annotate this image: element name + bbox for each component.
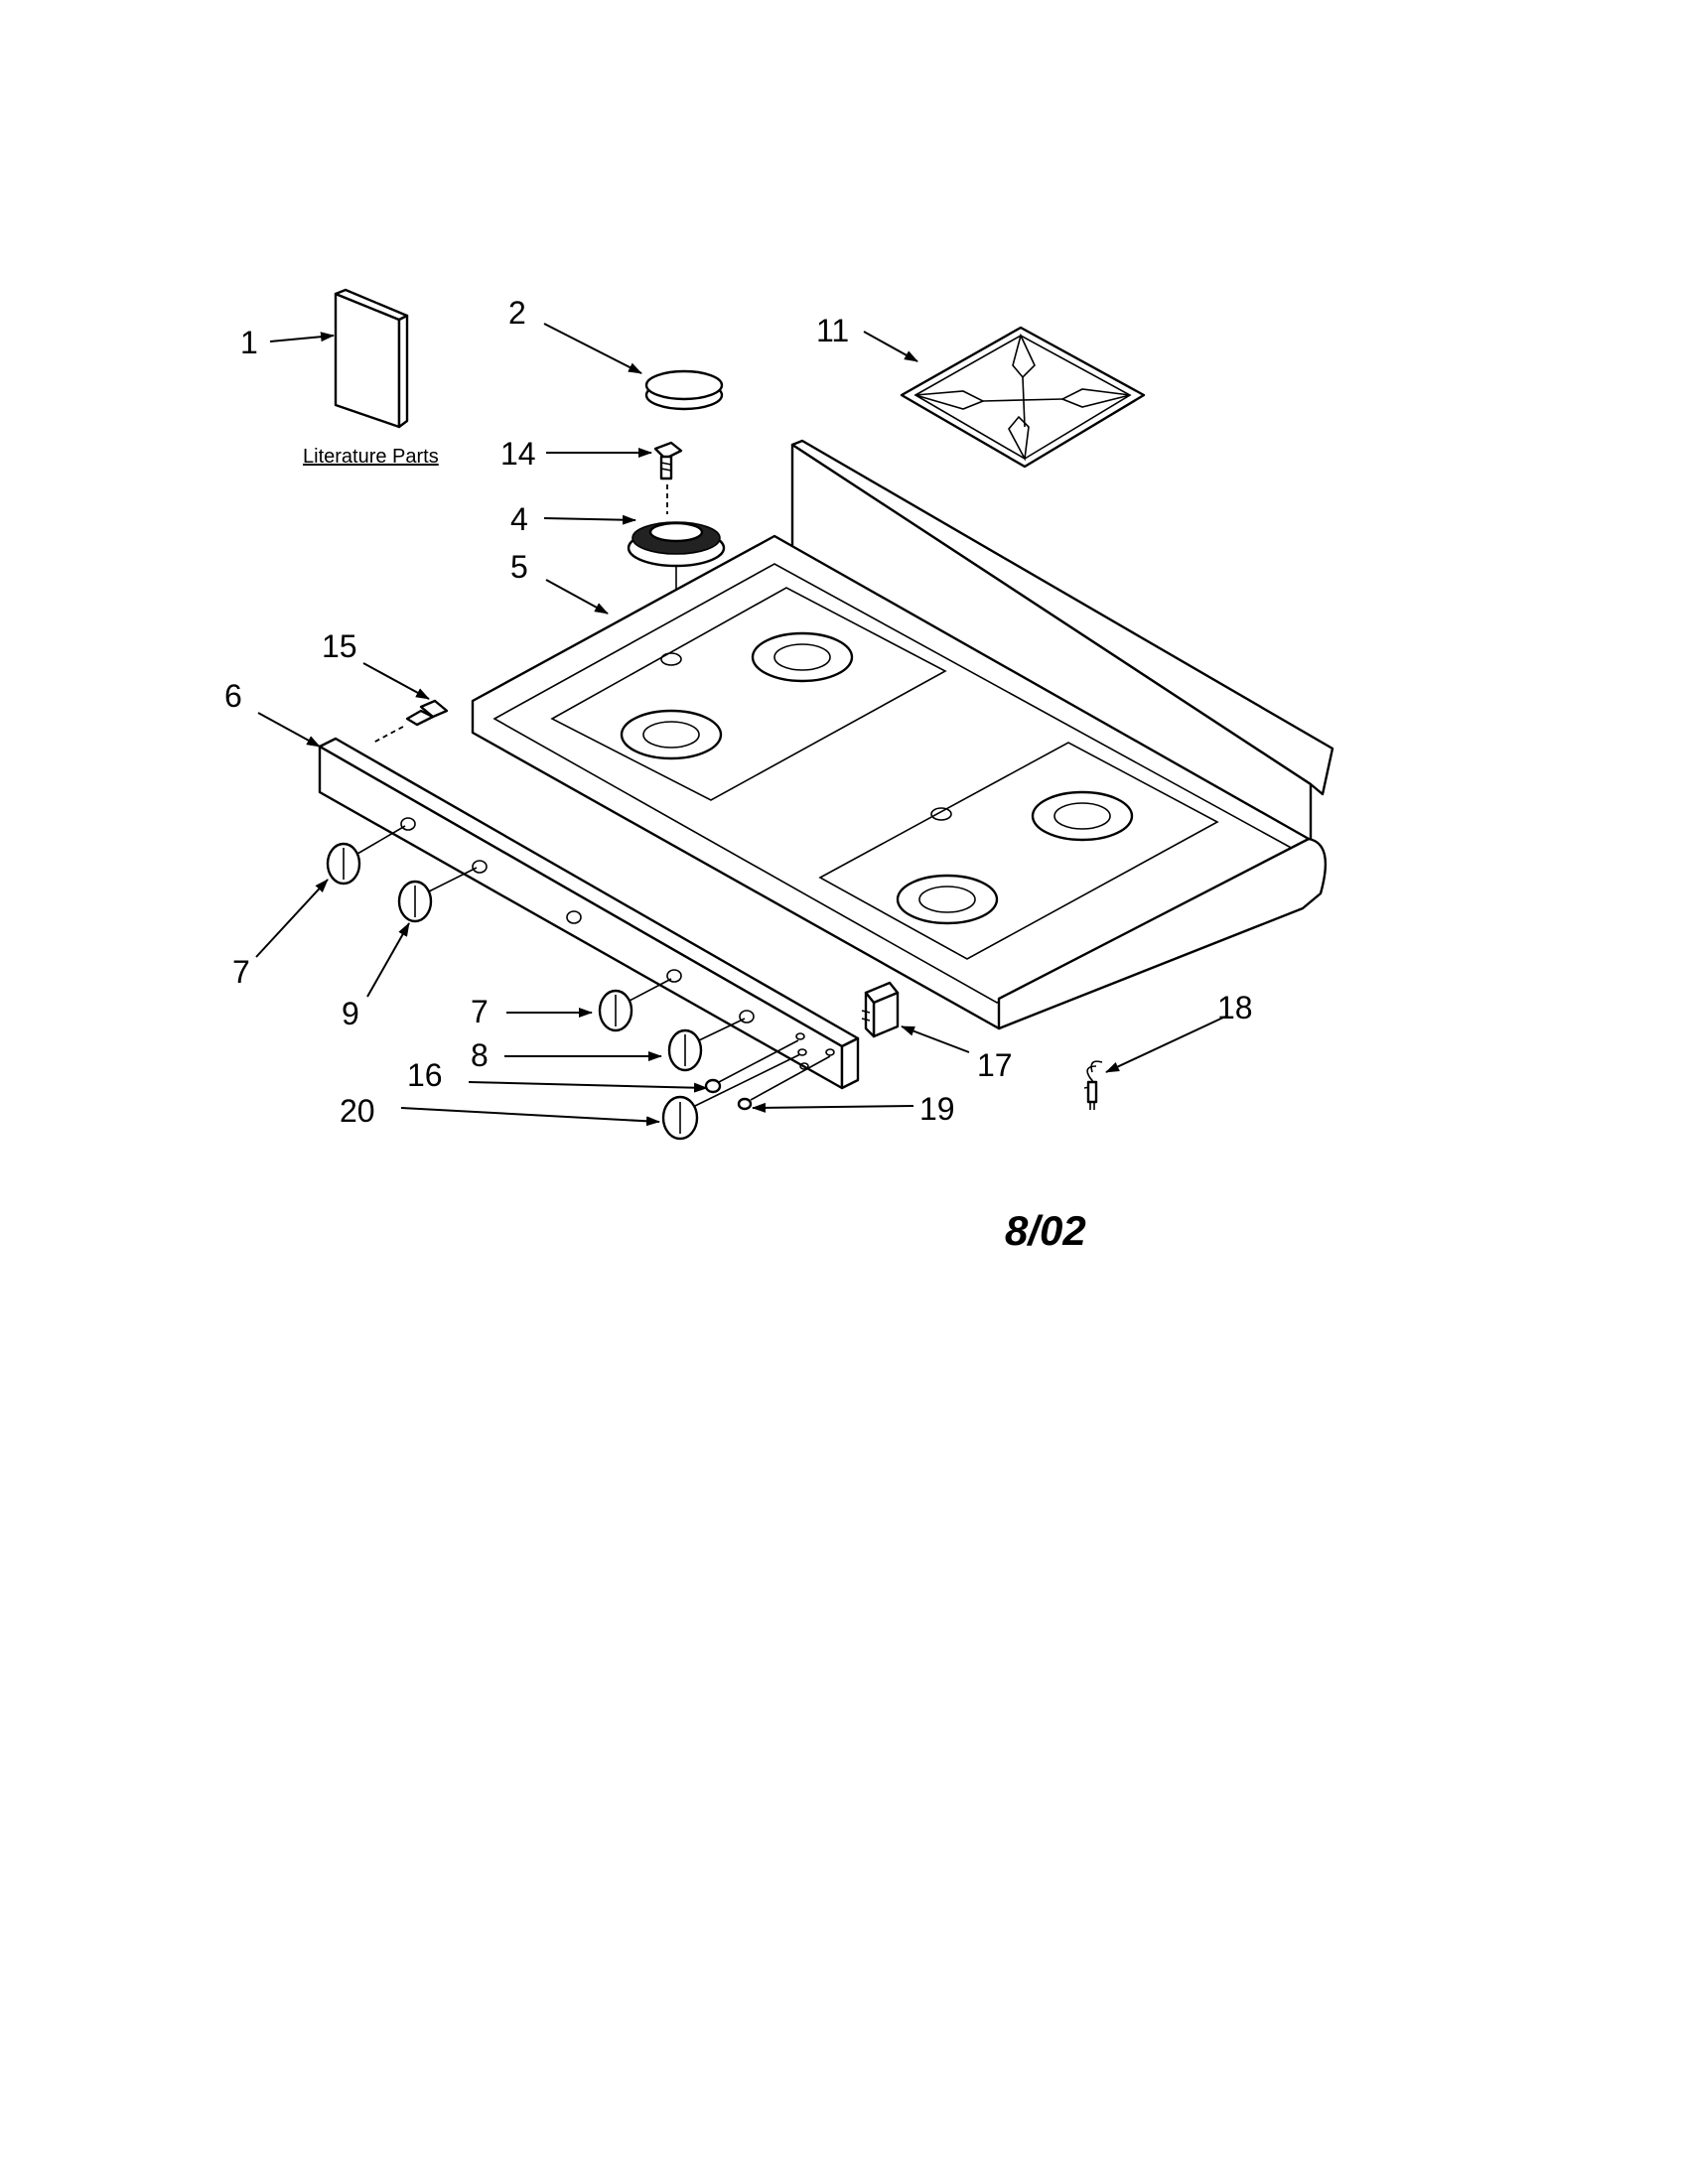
knob-7-left-icon [326,825,406,886]
switch-icon [861,981,900,1038]
control-panel-icon [318,737,860,1090]
callout-19: 19 [919,1091,955,1127]
knob-8-icon [667,1018,746,1072]
callout-7-left: 7 [232,954,250,990]
knob-7-center-icon [598,978,672,1032]
callout-14: 14 [500,436,536,472]
callout-5: 5 [510,549,528,585]
leader-lines [255,323,1226,1127]
grate-icon [900,326,1146,469]
callout-20: 20 [340,1093,375,1129]
burner-head-icon [627,521,726,655]
callout-11: 11 [816,313,849,348]
callout-7-center: 7 [471,994,489,1029]
panel-screw-icon [372,699,449,744]
callout-17: 17 [977,1047,1013,1083]
revision-date: 8/02 [1005,1207,1086,1254]
wire-harness-icon [1083,1060,1103,1110]
callout-4: 4 [510,501,528,537]
callout-15: 15 [322,628,357,664]
screw-19-icon [737,1055,831,1111]
callout-8: 8 [471,1037,489,1073]
callout-2: 2 [508,295,526,331]
literature-booklet-icon [334,288,409,429]
knob-9-icon [397,867,478,923]
burner-screw-icon [653,441,683,514]
screw-16-icon [704,1039,799,1094]
knob-20-icon [661,1053,801,1141]
callout-labels: 1 2 11 14 4 5 15 6 7 9 7 8 16 20 17 19 1… [224,295,1253,1129]
callout-9: 9 [342,996,359,1031]
callout-6: 6 [224,678,242,714]
burner-cap-icon [644,369,724,411]
callout-1: 1 [240,325,258,360]
callout-16: 16 [407,1057,443,1093]
cooktop-main-top-icon [471,439,1334,1030]
literature-parts-label: Literature Parts [303,446,439,468]
callout-18: 18 [1217,990,1253,1025]
